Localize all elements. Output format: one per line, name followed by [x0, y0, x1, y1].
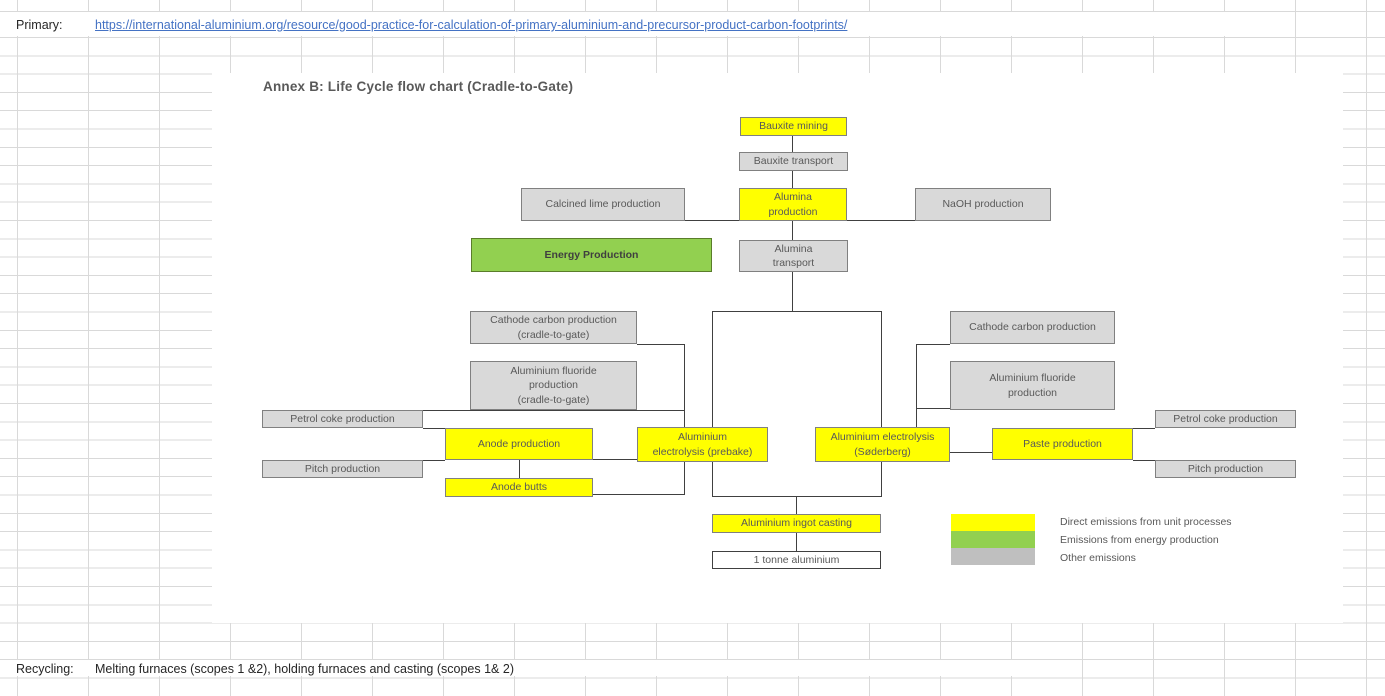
node-anode-butts: Anode butts	[445, 478, 593, 497]
node-bauxite-transport: Bauxite transport	[739, 152, 848, 171]
legend-swatch-energy-emissions	[951, 531, 1035, 548]
connector-line	[593, 494, 685, 495]
electrolysis-outline-box	[712, 311, 882, 497]
connector-line	[1133, 428, 1155, 429]
legend-label-energy-emissions: Emissions from energy production	[1060, 534, 1219, 546]
connector-line	[637, 344, 685, 345]
recycling-label: Recycling:	[16, 662, 74, 676]
connector-line	[519, 460, 520, 478]
node-petrol-coke-production-left: Petrol coke production	[262, 410, 423, 428]
node-pitch-production-left: Pitch production	[262, 460, 423, 478]
connector-line	[423, 410, 685, 411]
connector-line	[792, 221, 793, 240]
node-petrol-coke-production-right: Petrol coke production	[1155, 410, 1296, 428]
node-anode-production: Anode production	[445, 428, 593, 460]
connector-line	[1133, 460, 1155, 461]
node-aluminium-ingot-casting: Aluminium ingot casting	[712, 514, 881, 533]
legend-label-direct-emissions: Direct emissions from unit processes	[1060, 516, 1232, 528]
connector-line	[423, 460, 445, 461]
recycling-row-cell	[16, 660, 1031, 676]
connector-line	[916, 344, 950, 345]
legend-swatch-direct-emissions	[951, 514, 1035, 531]
node-alumina-production: Alumina production	[739, 188, 847, 221]
node-aluminium-fluoride-production-left: Aluminium fluoride production (cradle-to…	[470, 361, 637, 410]
node-energy-production: Energy Production	[471, 238, 712, 272]
figure-title: Annex B: Life Cycle flow chart (Cradle-t…	[263, 79, 574, 94]
node-aluminium-fluoride-production-right: Aluminium fluoride production	[950, 361, 1115, 410]
connector-line	[684, 344, 685, 428]
node-paste-production: Paste production	[992, 428, 1133, 460]
connector-line	[950, 452, 992, 453]
primary-row-cell	[16, 12, 1231, 36]
node-aluminium-electrolysis-soderberg: Aluminium electrolysis (Søderberg)	[815, 427, 950, 462]
connector-line	[792, 135, 793, 152]
node-one-tonne-aluminium: 1 tonne aluminium	[712, 551, 881, 569]
node-bauxite-mining: Bauxite mining	[740, 117, 847, 136]
connector-line	[796, 533, 797, 551]
connector-line	[916, 408, 950, 409]
recycling-text: Melting furnaces (scopes 1 &2), holding …	[95, 662, 514, 676]
node-pitch-production-right: Pitch production	[1155, 460, 1296, 478]
node-cathode-carbon-production-left: Cathode carbon production (cradle-to-gat…	[470, 311, 637, 344]
connector-line	[792, 171, 793, 188]
connector-line	[792, 272, 793, 312]
node-aluminium-electrolysis-prebake: Aluminium electrolysis (prebake)	[637, 427, 768, 462]
legend-swatch-other-emissions	[951, 548, 1035, 565]
node-alumina-transport: Alumina transport	[739, 240, 848, 272]
primary-label: Primary:	[16, 18, 63, 32]
legend-label-other-emissions: Other emissions	[1060, 552, 1136, 564]
primary-link-cell: https://international-aluminium.org/reso…	[95, 18, 847, 32]
node-cathode-carbon-production-right: Cathode carbon production	[950, 311, 1115, 344]
connector-line	[593, 459, 637, 460]
connector-line	[684, 462, 685, 495]
primary-url-link[interactable]: https://international-aluminium.org/reso…	[95, 18, 848, 32]
node-naoh-production: NaOH production	[915, 188, 1051, 221]
connector-line	[796, 497, 797, 514]
node-calcined-lime-production: Calcined lime production	[521, 188, 685, 221]
connector-line	[423, 428, 445, 429]
connector-line	[916, 344, 917, 428]
